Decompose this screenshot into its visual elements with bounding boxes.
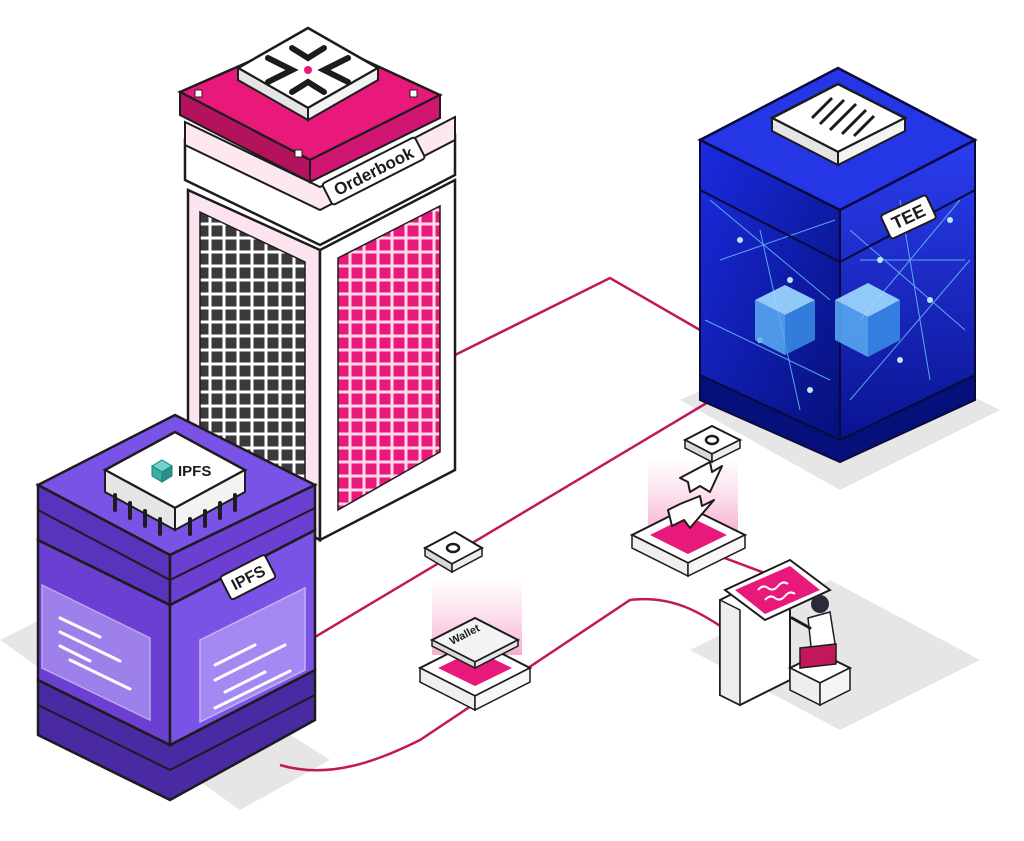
- coin-icon: [682, 424, 743, 464]
- swap-arrows-icon: [667, 461, 723, 529]
- ipfs-data-lines-right: [213, 643, 292, 710]
- tee-cube: TEE: [697, 66, 978, 464]
- striped-fingerprint-icon: [810, 96, 876, 138]
- swap-station: [629, 424, 748, 578]
- wallet-station: Wallet: [417, 530, 533, 712]
- orderbook-tower: Orderbook: [177, 26, 457, 543]
- connector-lines: [279, 276, 771, 772]
- tee-inner-cubes: [755, 283, 900, 357]
- ipfs-chip-pins: [113, 493, 237, 536]
- ipfs-data-lines-left: [58, 616, 132, 691]
- connector-orderbook-tee: [454, 276, 701, 357]
- connector-ipfs-wallet-terminal: [279, 597, 741, 772]
- ipfs-cube: IPFS IPFS: [35, 413, 318, 802]
- tee-label-tag: TEE: [880, 194, 937, 240]
- terminal-station: [719, 558, 853, 707]
- orderbook-pink-grid: [337, 204, 441, 512]
- x-cross-logo-icon: [265, 45, 351, 95]
- connector-ipfs-tee: [309, 393, 721, 642]
- person-icon: [790, 595, 837, 669]
- wave-screen-icon: [757, 581, 796, 601]
- cube-icon: [151, 459, 173, 483]
- ipfs-chip-label: IPFS: [178, 463, 211, 480]
- coin-icon: [422, 530, 485, 574]
